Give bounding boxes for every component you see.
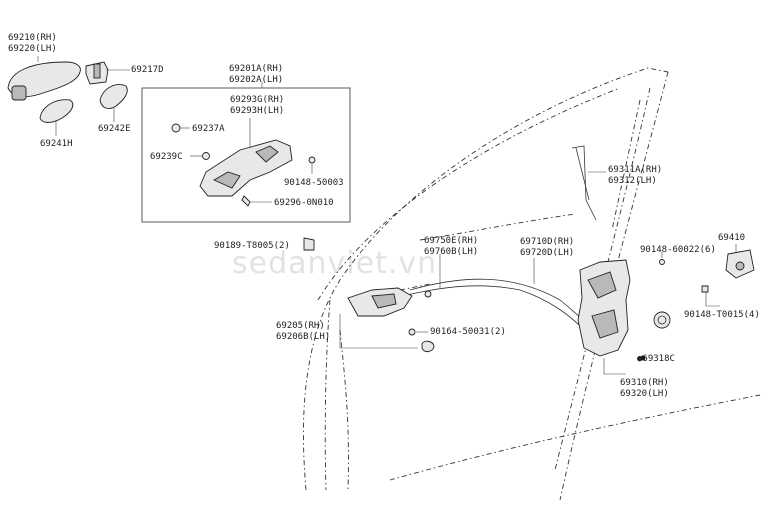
striker-hole bbox=[735, 261, 745, 271]
label-69241H: 69241H bbox=[40, 139, 73, 149]
lock-rod-group: 69311A(RH) 69312(LH) bbox=[571, 145, 662, 221]
screw-90148-T0015 bbox=[701, 285, 709, 293]
frame-detail-a bbox=[213, 171, 241, 189]
screw-90148-60022 bbox=[659, 259, 665, 265]
screw-90148-50003 bbox=[308, 156, 316, 164]
label-69293H: 69293H(LH) bbox=[230, 106, 284, 116]
actuator-detail-b bbox=[591, 309, 619, 339]
label-69220: 69220(LH) bbox=[8, 44, 57, 54]
label-69296-0N010: 69296-0N010 bbox=[274, 198, 334, 208]
cable-69710D bbox=[409, 278, 585, 321]
inside-handle-detail bbox=[371, 293, 397, 309]
handle-end-cap bbox=[11, 85, 27, 101]
part-69318C-dot bbox=[640, 355, 646, 361]
lock-rod-69311A bbox=[571, 145, 597, 221]
door-outline bbox=[302, 67, 761, 501]
label-69201A: 69201A(RH) bbox=[229, 64, 283, 74]
label-69242E: 69242E bbox=[98, 124, 131, 134]
label-90164-50031: 90164-50031(2) bbox=[430, 327, 506, 337]
label-69720D: 69720D(LH) bbox=[520, 248, 574, 258]
handle-frame-box: 69201A(RH) 69202A(LH) 69293G(RH) 69293H(… bbox=[141, 64, 351, 223]
handle-frame-69201A bbox=[199, 139, 293, 197]
label-90148-T0015: 90148-T0015(4) bbox=[684, 310, 760, 320]
label-69710D: 69710D(RH) bbox=[520, 237, 574, 247]
clip-90189 bbox=[303, 237, 315, 251]
label-90148-60022: 90148-60022(6) bbox=[640, 245, 716, 255]
label-90148-50003: 90148-50003 bbox=[284, 178, 344, 188]
cap-90164 bbox=[421, 340, 435, 353]
label-69750E: 69750E(RH) bbox=[424, 236, 478, 246]
label-69318C: ●69318C bbox=[637, 354, 675, 364]
handle-pad-69242E bbox=[99, 84, 128, 109]
inside-handle-group: 69205(RH) 69206B(LH) 90164-50031(2) bbox=[276, 287, 506, 353]
bolt-69239C bbox=[202, 152, 210, 160]
label-69206B: 69206B(LH) bbox=[276, 332, 330, 342]
label-69310: 69310(RH) bbox=[620, 378, 669, 388]
label-69410: 69410 bbox=[718, 233, 745, 243]
frame-detail-b bbox=[255, 145, 279, 163]
watermark: sedanviet.vn bbox=[232, 246, 437, 281]
label-69202A: 69202A(LH) bbox=[229, 75, 283, 85]
handle-pad-69241H bbox=[39, 99, 74, 123]
outside-handle-group: 69210(RH) 69220(LH) 69217D 69241H 69242E bbox=[7, 33, 164, 149]
label-69237A: 69237A bbox=[192, 124, 225, 134]
label-69312: 69312(LH) bbox=[608, 176, 657, 186]
actuator-detail-a bbox=[587, 271, 617, 299]
label-69311A: 69311A(RH) bbox=[608, 165, 662, 175]
handle-cover-insert bbox=[93, 63, 101, 79]
clip-90189-group: 90189-T8005(2) bbox=[214, 237, 315, 251]
striker-group: 69410 90148-T0015(4) bbox=[684, 233, 760, 320]
bolt-69237A bbox=[171, 123, 181, 133]
cable-69750E bbox=[391, 285, 581, 327]
screw-90164 bbox=[408, 328, 416, 336]
cable-end-a bbox=[424, 290, 432, 298]
label-69320: 69320(LH) bbox=[620, 389, 669, 399]
label-69210: 69210(RH) bbox=[8, 33, 57, 43]
label-69293G: 69293G(RH) bbox=[230, 95, 284, 105]
lock-actuator-group: 90148-60022(6) ●69318C 69310(RH) 69320(L… bbox=[577, 245, 716, 399]
label-90189-T8005: 90189-T8005(2) bbox=[214, 241, 290, 251]
cable-group: 69750E(RH) 69760B(LH) 69710D(RH) 69720D(… bbox=[391, 236, 585, 327]
label-69205: 69205(RH) bbox=[276, 321, 325, 331]
label-69217D: 69217D bbox=[131, 65, 164, 75]
label-69760B: 69760B(LH) bbox=[424, 247, 478, 257]
label-69239C: 69239C bbox=[150, 152, 183, 162]
gasket-69296 bbox=[241, 195, 251, 207]
grommet bbox=[653, 311, 671, 329]
